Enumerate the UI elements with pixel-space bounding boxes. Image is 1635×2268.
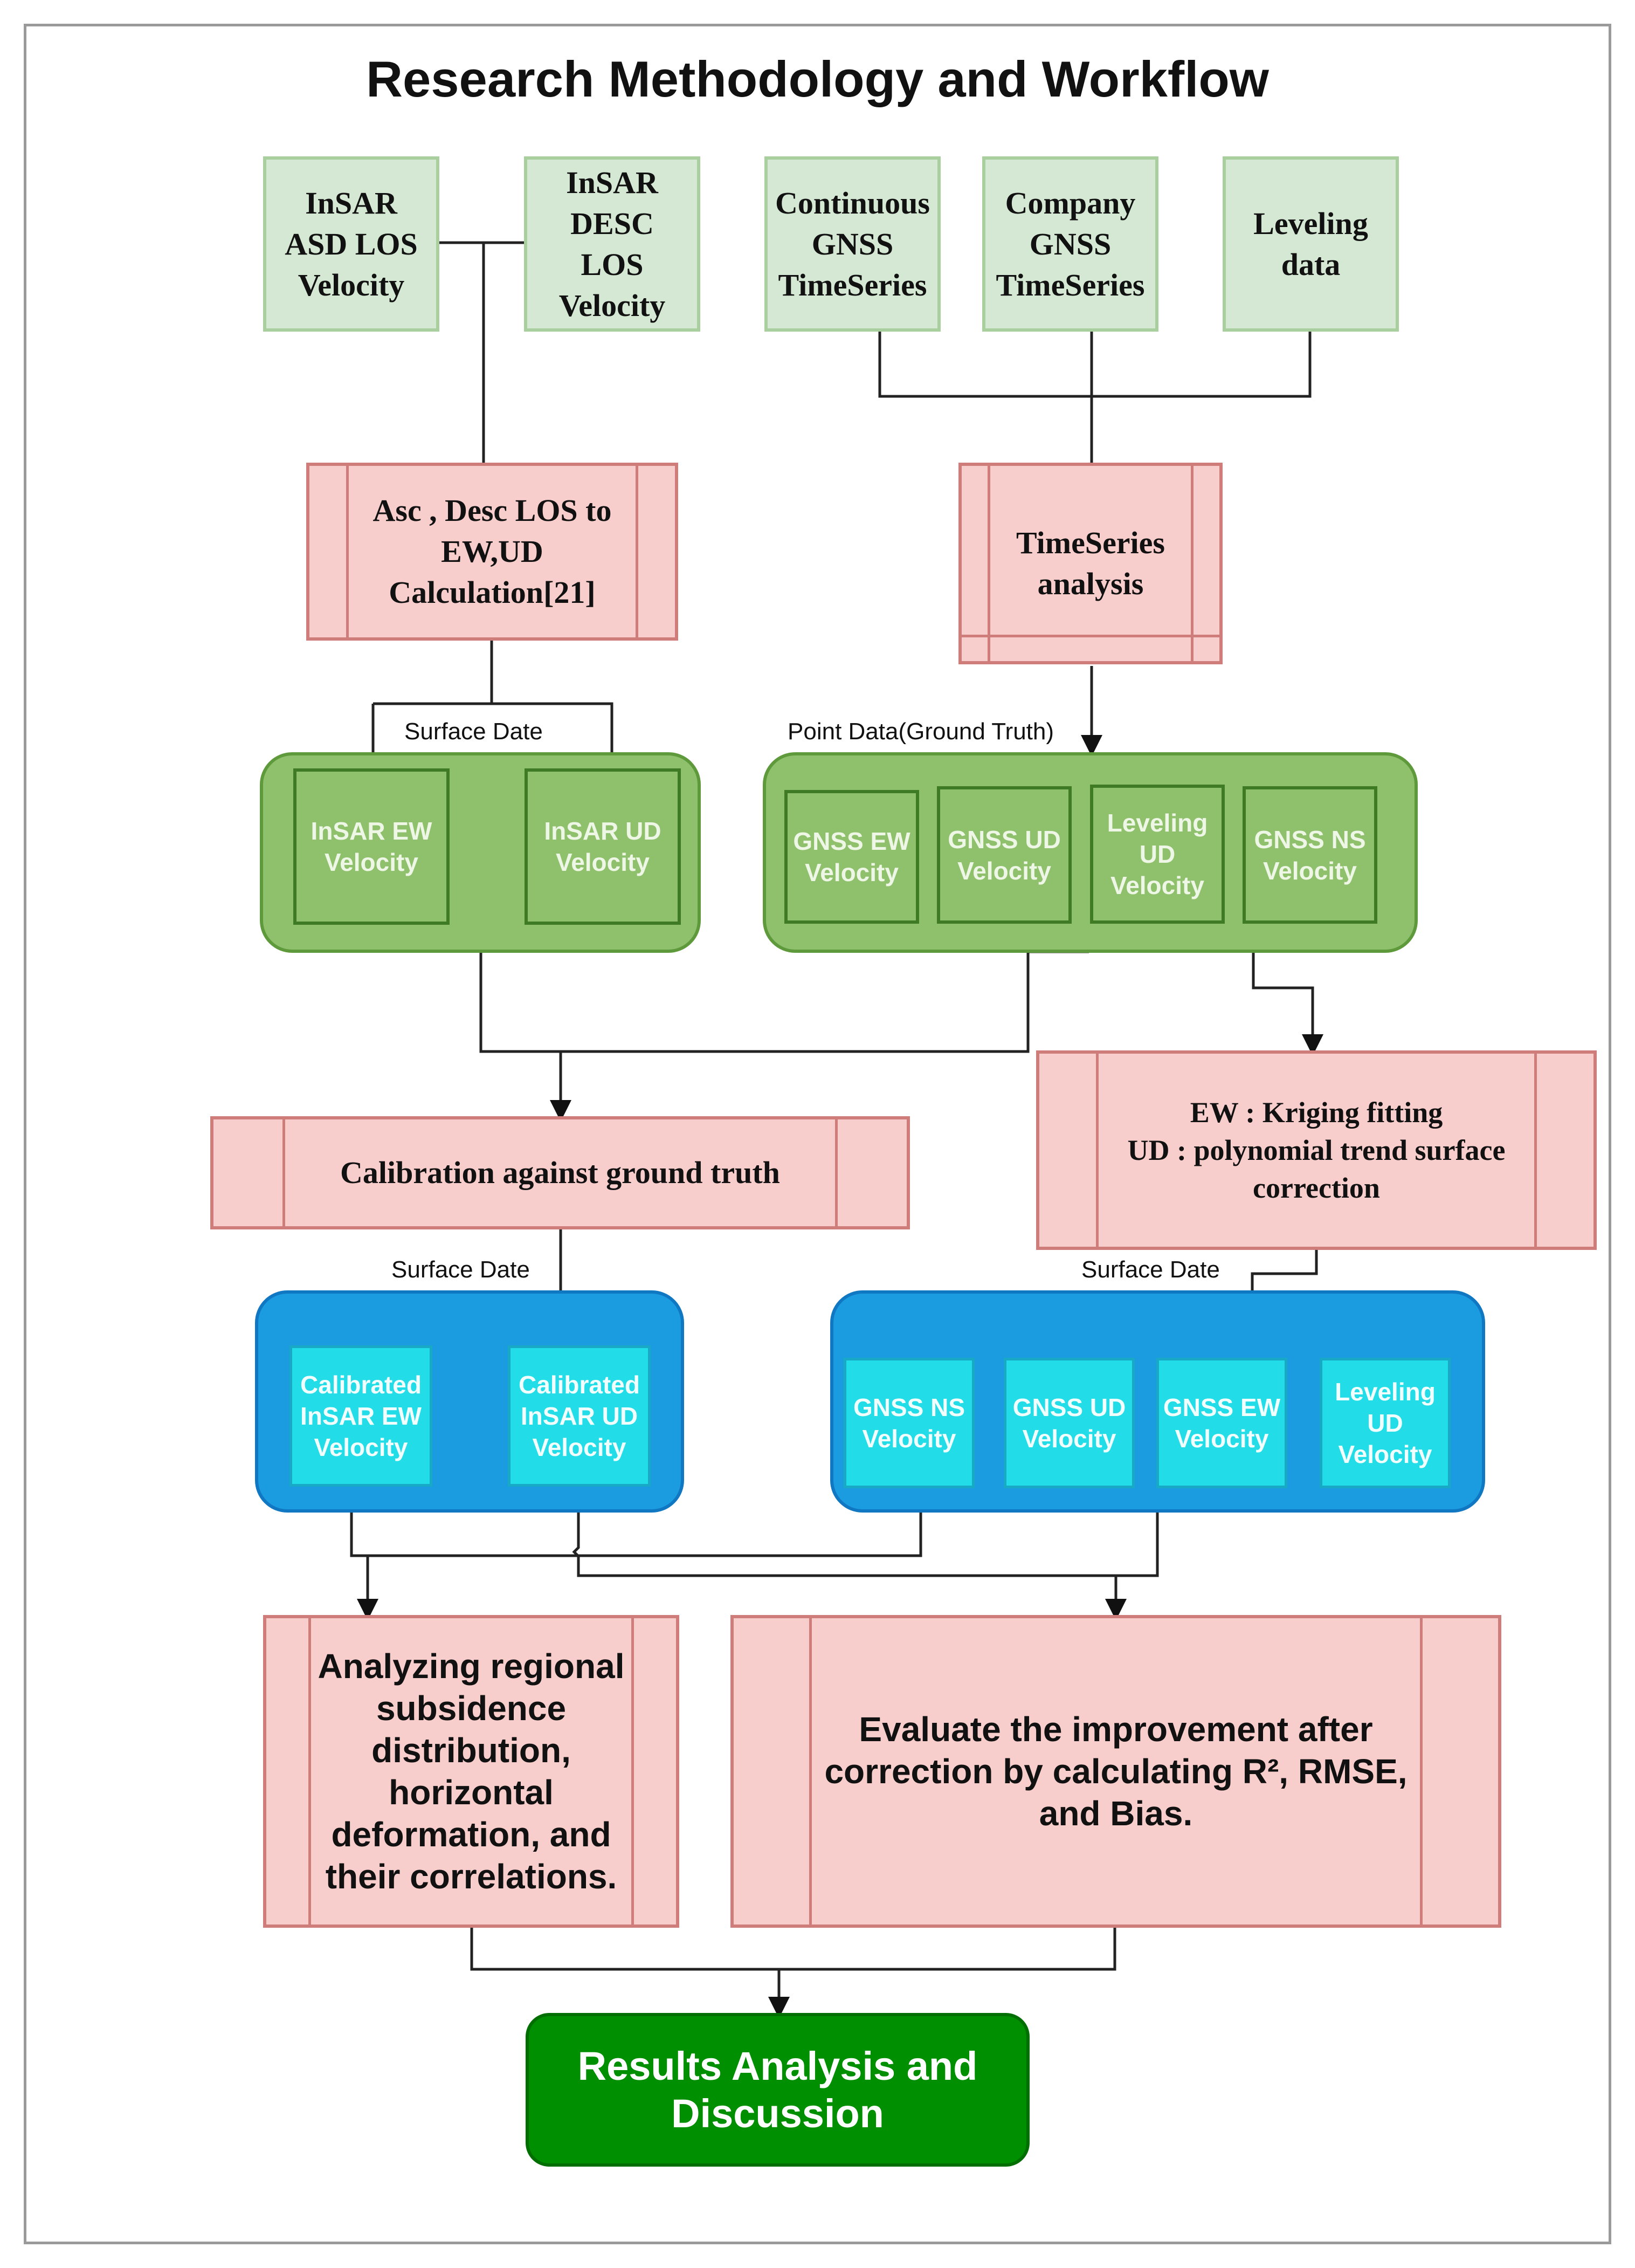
label-surface-date-2: Surface Date [388, 1256, 533, 1283]
process-kriging-polynomial-correction: EW : Kriging fitting UD : polynomial tre… [1036, 1050, 1597, 1250]
input-leveling-data: Leveling data [1223, 156, 1399, 332]
label-surface-date-1: Surface Date [401, 718, 546, 745]
process-los-calc-label: Asc , Desc LOS to EW,UD Calculation[21] [372, 493, 612, 610]
node-gnss-ud-velocity: GNSS UD Velocity [937, 786, 1072, 924]
process-timeseries-label: TimeSeries analysis [1016, 525, 1165, 601]
connector-los-split [373, 641, 493, 705]
diagram-frame [24, 24, 1611, 2244]
node-gnss-ew-velocity: GNSS EW Velocity [784, 790, 919, 924]
node-gnss-ns-velocity-fitted: GNSS NS Velocity [844, 1358, 975, 1488]
diagram-title: Research Methodology and Workflow [366, 51, 1269, 107]
process-analyzing-regional-subsidence: Analyzing regional subsidence distributi… [263, 1615, 679, 1928]
process-timeseries-analysis: TimeSeries analysis [958, 463, 1223, 664]
input-insar-asd-los-velocity: InSAR ASD LOS Velocity [263, 156, 439, 332]
process-evaluate-label: Evaluate the improvement after correctio… [824, 1710, 1408, 1833]
connector-green-left-down [479, 950, 1089, 1053]
results-analysis-and-discussion: Results Analysis and Discussion [526, 2013, 1030, 2167]
connector-cont-gnss [878, 332, 1312, 398]
input-continuous-gnss-timeseries: Continuous GNSS TimeSeries [764, 156, 941, 332]
node-gnss-ew-velocity-fitted: GNSS EW Velocity [1156, 1358, 1287, 1488]
node-leveling-ud-velocity: Leveling UD Velocity [1090, 785, 1225, 924]
node-insar-ew-velocity: InSAR EW Velocity [293, 768, 450, 925]
process-kriging-label: EW : Kriging fitting UD : polynomial tre… [1127, 1096, 1506, 1204]
node-leveling-ud-velocity-fitted: Leveling UD Velocity [1320, 1358, 1451, 1488]
process-analyzing-label: Analyzing regional subsidence distributi… [318, 1647, 625, 1896]
node-gnss-ns-velocity: GNSS NS Velocity [1243, 786, 1377, 924]
node-insar-ud-velocity: InSAR UD Velocity [525, 768, 681, 925]
process-calibration-label: Calibration against ground truth [340, 1155, 780, 1190]
label-point-data-ground-truth: Point Data(Ground Truth) [784, 718, 1058, 745]
process-los-to-ew-ud-calculation: Asc , Desc LOS to EW,UD Calculation[21] [306, 463, 678, 641]
node-calibrated-insar-ud-velocity: Calibrated InSAR UD Velocity [508, 1345, 651, 1487]
input-insar-desc-los-velocity: InSAR DESC LOS Velocity [524, 156, 700, 332]
process-evaluate-improvement: Evaluate the improvement after correctio… [730, 1615, 1501, 1928]
node-gnss-ud-velocity-fitted: GNSS UD Velocity [1004, 1358, 1135, 1488]
process-calibration-against-ground-truth: Calibration against ground truth [210, 1116, 910, 1229]
label-surface-date-3: Surface Date [1078, 1256, 1223, 1283]
node-calibrated-insar-ew-velocity: Calibrated InSAR EW Velocity [289, 1345, 432, 1487]
input-company-gnss-timeseries: Company GNSS TimeSeries [982, 156, 1158, 332]
